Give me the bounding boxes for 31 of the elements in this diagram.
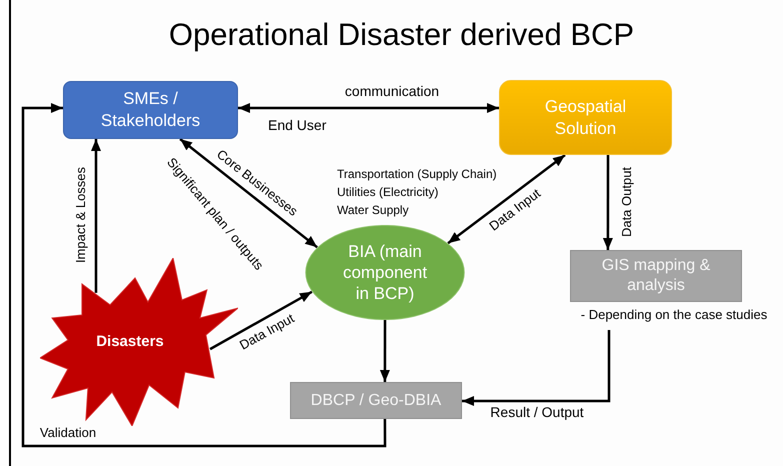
edge-label: Validation — [40, 425, 96, 441]
node-label: Disasters — [96, 333, 164, 351]
text-label: Water Supply — [337, 202, 409, 218]
node-label: Geospatial Solution — [544, 96, 628, 140]
arrow — [209, 290, 313, 350]
arrow — [462, 330, 610, 406]
node-label: SMEs / Stakeholders — [100, 88, 202, 132]
arrow — [91, 139, 101, 293]
arrow — [22, 103, 386, 448]
arrow — [602, 155, 613, 250]
edge-label: Data Output — [619, 166, 635, 238]
text-label: Utilities (Electricity) — [337, 184, 438, 200]
process-box — [290, 382, 462, 419]
text-label: Transportation (Supply Chain) — [337, 166, 497, 182]
node-label: GIS mapping & analysis — [600, 256, 712, 296]
text-label: End User — [268, 117, 326, 133]
caption-text: - Depending on the case studies — [580, 306, 768, 324]
node-label: DBCP / Geo-DBIA — [310, 390, 442, 410]
arrow — [380, 320, 390, 382]
diagram-title: Operational Disaster derived BCP — [168, 16, 634, 54]
edge-label: Impact & Losses — [73, 166, 89, 264]
arrow — [238, 103, 499, 113]
rounded-box — [63, 81, 238, 139]
rounded-box — [499, 80, 672, 155]
edge-label: Data Input — [236, 310, 298, 354]
ellipse — [305, 225, 465, 320]
edge-label: Result / Output — [490, 404, 584, 420]
arrow — [447, 154, 566, 244]
arrow — [179, 138, 318, 248]
edge-label: communication — [344, 83, 440, 99]
node-label: BIA (main component in BCP) — [342, 241, 428, 304]
